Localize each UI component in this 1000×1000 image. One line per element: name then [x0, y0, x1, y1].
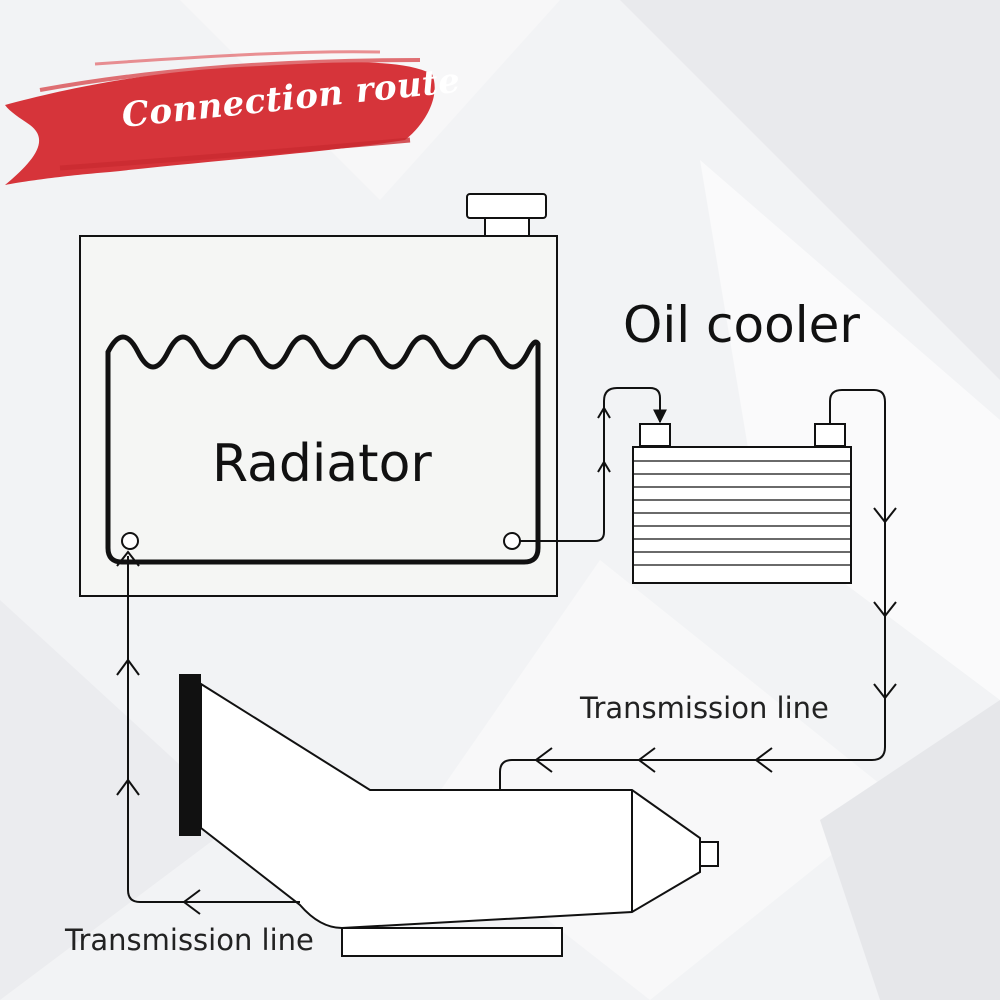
radiator-cap-neck — [484, 217, 530, 237]
radiator-coolant-loop — [105, 334, 541, 565]
line-transmission-to-radiator — [127, 556, 300, 903]
radiator-port-inlet — [121, 532, 139, 550]
oil-cooler-fins — [633, 460, 851, 566]
transmission — [179, 674, 719, 957]
oil-cooler — [632, 423, 852, 584]
transmission-line-label-left: Transmission line — [65, 923, 314, 957]
radiator-cap-top — [466, 193, 547, 219]
radiator — [79, 193, 558, 597]
flow-lines — [116, 387, 897, 915]
transmission-line-label-right: Transmission line — [580, 691, 829, 725]
banner-brush — [5, 50, 435, 186]
oil-cooler-body — [632, 446, 852, 584]
radiator-port-outlet — [503, 532, 521, 550]
radiator-body — [79, 235, 558, 597]
oil-cooler-fitting-right — [814, 423, 846, 447]
radiator-label: Radiator — [212, 434, 432, 494]
transmission-bellhousing-plate — [179, 674, 201, 836]
transmission-oil-pan — [341, 927, 563, 957]
transmission-output-flange — [699, 841, 719, 867]
oil-cooler-fitting-left — [639, 423, 671, 447]
line-cooler-to-transmission — [499, 389, 886, 790]
line-radiator-to-cooler — [520, 387, 667, 542]
oil-cooler-label: Oil cooler — [623, 296, 860, 354]
